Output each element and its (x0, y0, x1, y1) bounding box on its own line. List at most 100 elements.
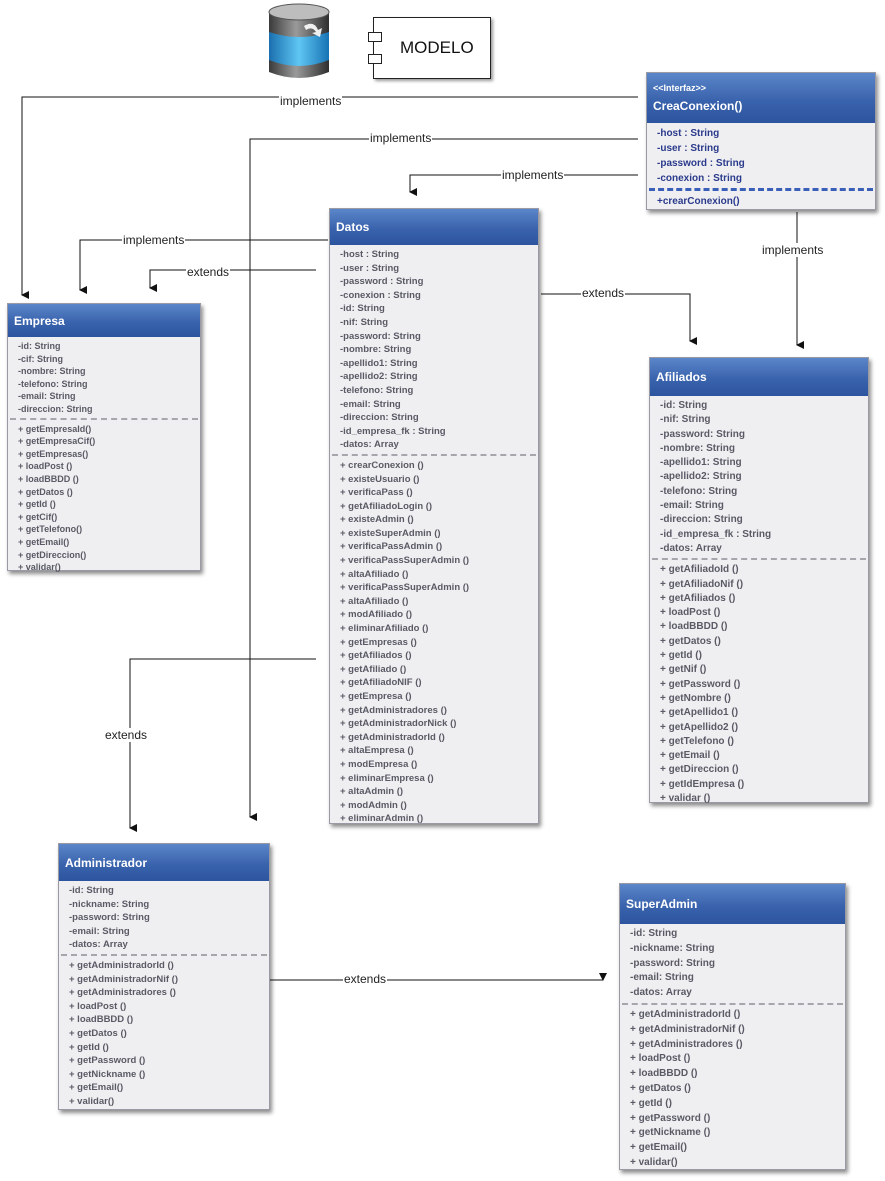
attribute-row: -direccion: String (660, 514, 743, 526)
method-row: + getAfiliadoNif () (660, 578, 744, 590)
section-separator (622, 1002, 843, 1005)
method-row: + altaAfiliado () (340, 595, 409, 607)
class-header: Afiliados (650, 358, 868, 396)
method-row: + getId () (660, 650, 702, 662)
method-row: + existeUsuario () (340, 473, 420, 485)
method-row: + getAdministradores () (630, 1038, 743, 1050)
method-row: + getTelefono() (18, 524, 83, 535)
class-administrador: Administrador -id: String-nickname: Stri… (58, 843, 270, 1110)
class-name: Administrador (65, 855, 148, 870)
method-row: + getDatos () (69, 1027, 127, 1039)
implements-line-empresa-from-datos (79, 239, 328, 294)
methods-list: + getAdministradorId ()+ getAdministrado… (59, 956, 269, 1111)
attribute-row: -id: String (630, 928, 678, 939)
method-row: + getEmail() (630, 1142, 687, 1154)
attribute-row: -nombre: String (340, 344, 412, 356)
method-row: + getEmpresa () (340, 691, 412, 702)
extends-line-administrador (129, 658, 316, 832)
method-row: + getEmail() (69, 1082, 124, 1094)
attributes-list: -id: String-nickname: String-password: S… (59, 881, 269, 954)
attribute-row: -password: String (660, 428, 746, 440)
method-row: + loadPost () (69, 1000, 127, 1012)
implements-label: implements (279, 94, 343, 108)
method-row: + existeAdmin () (340, 514, 414, 526)
attribute-row: -datos: Array (340, 439, 399, 451)
attribute-row: -apellido1: String (660, 457, 742, 469)
section-separator (649, 188, 873, 191)
component-tab-bottom (368, 54, 382, 64)
method-row: + loadPost () (18, 461, 73, 472)
method-row: + loadBBDD () (630, 1068, 698, 1080)
attribute-row: -id: String (340, 303, 385, 315)
extends-label: extends (186, 265, 231, 279)
attribute-row: -id_empresa_fk : String (340, 425, 446, 437)
method-row: + verificaPass () (340, 487, 413, 499)
method-row: + getAfiliados () (340, 650, 412, 662)
class-header: Empresa (8, 304, 200, 337)
method-row: + altaAdmin () (340, 786, 404, 798)
attribute-row: -direccion: String (18, 403, 93, 414)
class-header: <<Interfaz>> CreaConexion() (647, 73, 875, 123)
attribute-row: -conexion : String (657, 173, 742, 184)
class-name: Afiliados (656, 370, 707, 384)
method-row: + getCif() (18, 511, 58, 522)
method-row: + getAdministradores () (340, 704, 447, 716)
method-row: + verificaPassSuperAdmin () (340, 555, 470, 567)
section-separator (652, 558, 866, 561)
method-row: + getAfiliado () (340, 663, 407, 675)
attribute-row: -nickname: String (630, 942, 715, 954)
method-row: + getNickname () (630, 1127, 711, 1139)
attribute-row: -email: String (630, 972, 694, 984)
attribute-row: -host : String (657, 128, 720, 139)
method-row: + getApellido2 () (660, 721, 739, 733)
section-separator (332, 453, 536, 456)
attribute-row: -telefono: String (18, 378, 88, 389)
class-datos: Datos -host : String-user : String-passw… (329, 208, 539, 824)
method-row: + modAfiliado () (340, 609, 413, 621)
method-row: + getDatos () (660, 635, 721, 647)
method-row: + getPassword () (630, 1112, 711, 1124)
class-empresa: Empresa -id: String-cif: String-nombre: … (7, 303, 201, 573)
method-row: + validar() (630, 1156, 678, 1168)
extends-label: extends (343, 972, 388, 986)
method-row: + getNickname () (69, 1068, 146, 1080)
attribute-row: -email: String (340, 398, 401, 410)
method-row: + loadBBDD () (69, 1014, 134, 1026)
implements-label: implements (761, 243, 825, 257)
method-row: + getId () (630, 1097, 672, 1109)
method-row: + getAfiliados () (660, 592, 736, 604)
method-row: + validar() (18, 562, 61, 573)
method-row: + getEmpresas() (18, 448, 89, 459)
methods-list: + getAfiliadoId () + getAfiliadoNif () + g… (650, 560, 868, 808)
attribute-row: -id_empresa_fk : String (660, 528, 772, 540)
attribute-row: -email: String (18, 391, 76, 402)
method-row: + getEmpresaCif() (18, 436, 96, 447)
model-component: MODELO (368, 17, 491, 79)
attribute-row: -password: String (630, 957, 716, 969)
interface-creaconexion: <<Interfaz>> CreaConexion() -host : Stri… (646, 72, 876, 210)
class-header: Administrador (59, 844, 269, 881)
method-row: + getDireccion() (18, 549, 87, 560)
attribute-row: -password : String (340, 276, 424, 288)
attribute-row: -datos: Array (630, 987, 692, 999)
attributes-list: -id: String -nickname: String -password: S… (620, 924, 845, 1003)
class-header: SuperAdmin (620, 884, 845, 924)
method-row: + getAfiliadoId () (660, 564, 739, 576)
attribute-row: -user : String (340, 262, 400, 274)
method-row: + eliminarEmpresa () (340, 772, 434, 784)
method-row: + verificaPassSuperAdmin () (340, 582, 470, 594)
extends-line-afiliados (541, 293, 697, 345)
attribute-row: -user : String (657, 143, 720, 154)
implements-label: implements (369, 131, 433, 145)
method-row: + existeSuperAdmin () (340, 527, 441, 539)
class-header: Datos (330, 209, 538, 245)
method-row: + getEmpresas () (340, 636, 417, 648)
component-label: MODELO (400, 38, 474, 57)
implements-line-empresa (21, 96, 638, 299)
method-row: + getDatos () (18, 486, 73, 497)
method-row: + getAdministradorNif () (69, 973, 178, 985)
attribute-row: -apellido1: String (340, 357, 418, 369)
class-name: CreaConexion() (653, 99, 743, 113)
attribute-row: -datos: Array (660, 542, 722, 554)
method-row: + validar () (660, 793, 711, 805)
